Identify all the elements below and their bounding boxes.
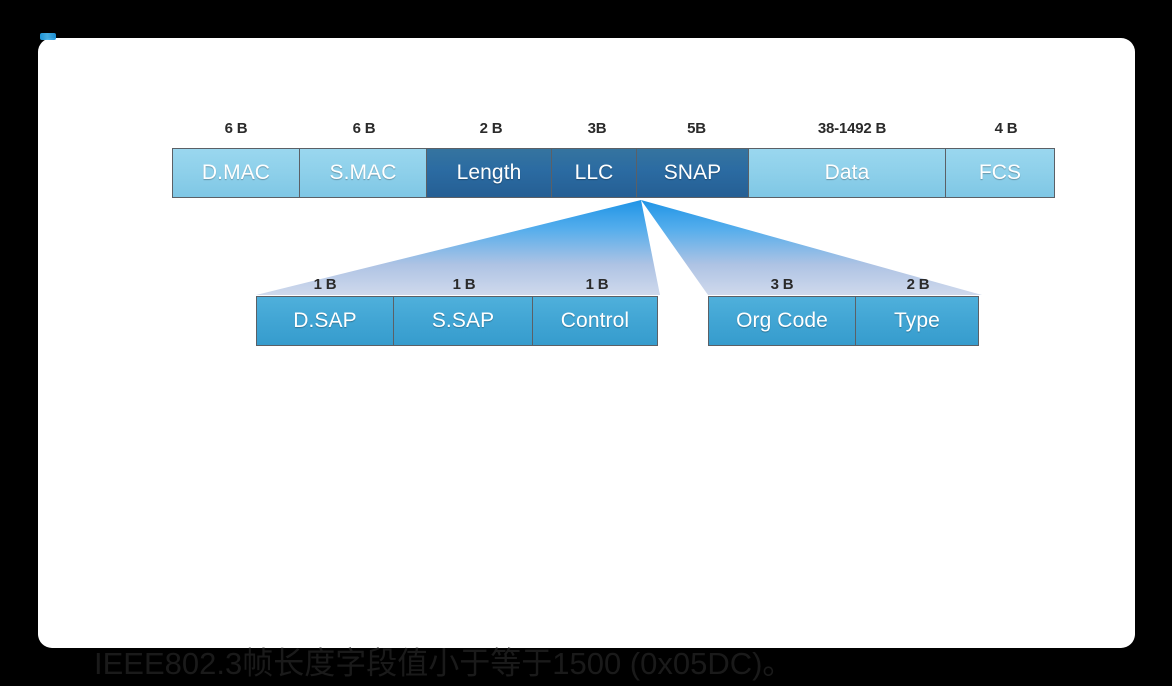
frame-field-label: Data — [824, 161, 870, 184]
snap-detail-row: Org Code Type — [708, 296, 979, 346]
frame-field-smac[interactable]: S.MAC — [299, 148, 427, 198]
size-label-type: 2 B — [906, 276, 930, 293]
frame-format-diagram: 6 B 6 B 2 B 3B 5B 38-1492 B 4 B D.MAC S.… — [38, 38, 1135, 648]
size-label-orgcode: 3 B — [770, 276, 794, 293]
snap-field-orgcode[interactable]: Org Code — [708, 296, 856, 346]
llc-field-label: Control — [560, 309, 630, 332]
frame-field-label: Length — [456, 161, 522, 184]
slide-canvas: 6 B 6 B 2 B 3B 5B 38-1492 B 4 B D.MAC S.… — [38, 38, 1135, 681]
size-label-ssap: 1 B — [452, 276, 476, 293]
size-label-fcs: 4 B — [994, 120, 1018, 137]
frame-field-label: SNAP — [663, 161, 722, 184]
slide-caption: IEEE802.3帧长度字段值小于等于1500 (0x05DC)。 — [94, 646, 794, 681]
size-label-dsap: 1 B — [313, 276, 337, 293]
size-label-data: 38-1492 B — [817, 120, 887, 137]
snap-size-label-row: 3 B 2 B — [708, 274, 980, 296]
frame-field-label: LLC — [574, 161, 614, 184]
llc-field-ssap[interactable]: S.SAP — [393, 296, 533, 346]
frame-field-fcs[interactable]: FCS — [945, 148, 1055, 198]
snap-field-label: Org Code — [736, 309, 828, 332]
llc-field-control[interactable]: Control — [532, 296, 658, 346]
frame-field-llc[interactable]: LLC — [551, 148, 637, 198]
llc-size-label-row: 1 B 1 B 1 B — [256, 274, 660, 296]
frame-field-data[interactable]: Data — [748, 148, 946, 198]
frame-field-snap[interactable]: SNAP — [636, 148, 749, 198]
size-label-dmac: 6 B — [224, 120, 248, 137]
size-label-control: 1 B — [585, 276, 609, 293]
llc-field-dsap[interactable]: D.SAP — [256, 296, 394, 346]
llc-field-label: D.SAP — [293, 309, 357, 332]
size-label-snap: 5B — [687, 120, 706, 137]
size-label-smac: 6 B — [352, 120, 376, 137]
snap-field-type[interactable]: Type — [855, 296, 979, 346]
snap-field-label: Type — [894, 309, 940, 332]
size-label-llc: 3B — [587, 120, 607, 137]
frame-field-label: S.MAC — [329, 161, 397, 184]
frame-size-label-row: 6 B 6 B 2 B 3B 5B 38-1492 B 4 B — [172, 118, 1092, 140]
llc-detail-row: D.SAP S.SAP Control — [256, 296, 658, 346]
frame-field-label: FCS — [978, 161, 1022, 184]
frame-field-label: D.MAC — [201, 161, 271, 184]
frame-field-dmac[interactable]: D.MAC — [172, 148, 300, 198]
size-label-length: 2 B — [479, 120, 503, 137]
frame-field-length[interactable]: Length — [426, 148, 552, 198]
llc-field-label: S.SAP — [431, 309, 495, 332]
frame-block-row: D.MAC S.MAC Length LLC SNAP Data FCS — [172, 148, 1055, 198]
corner-artifact-icon — [40, 33, 56, 40]
